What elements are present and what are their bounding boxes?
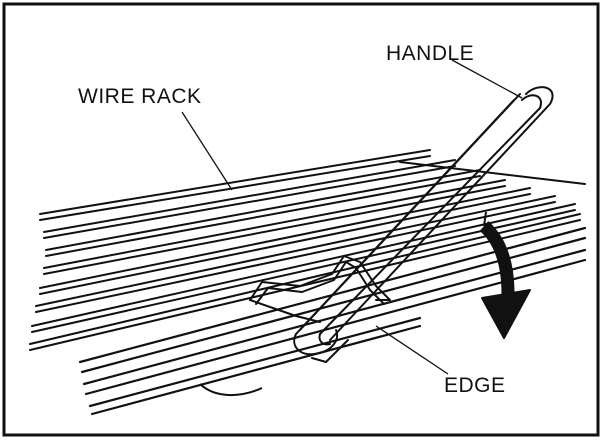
edge-clip [199, 383, 263, 397]
handle [249, 86, 554, 363]
wire-rack [29, 149, 586, 351]
wire-rack-leader [181, 111, 233, 191]
handle-leader [451, 59, 523, 99]
arrow-down-icon [479, 211, 531, 339]
edge-label: EDGE [444, 374, 506, 397]
edge-leader [375, 325, 449, 375]
wire-rack-label: WIRE RACK [78, 85, 202, 108]
leader-lines [181, 59, 523, 375]
handle-label: HANDLE [386, 42, 474, 65]
